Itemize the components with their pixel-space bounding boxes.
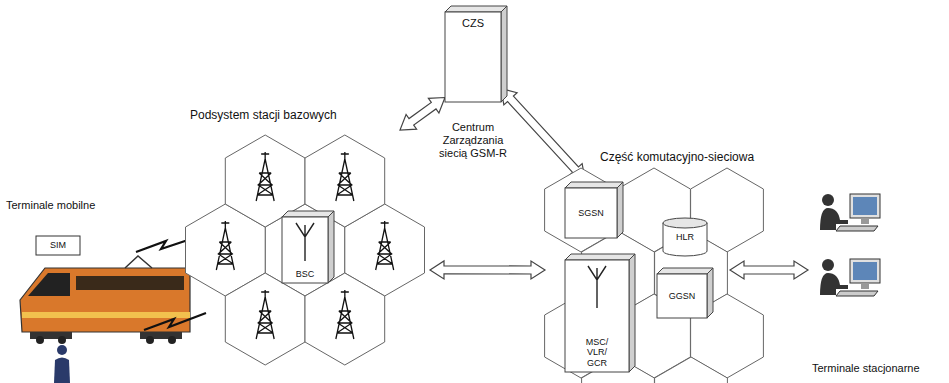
box-front-face (565, 260, 629, 372)
box-label: SGSN (578, 208, 604, 218)
sim-card: SIM (36, 236, 80, 255)
box-label: HLR (676, 232, 694, 242)
box-top-face (282, 211, 334, 217)
keyboard-icon (836, 291, 878, 296)
bsc-box: BSC (282, 217, 328, 283)
box-side-face (707, 268, 713, 318)
box-front-face (565, 188, 617, 238)
double-arrow (430, 261, 545, 279)
terminal-group-label: Terminale stacjonarne (812, 362, 920, 375)
hlr-database: HLR (663, 218, 707, 256)
box-top-face (565, 182, 623, 188)
train-windows (76, 276, 184, 290)
box-top-face (565, 254, 635, 260)
box-label: MSC/ VLR/ GCR (580, 337, 614, 368)
monitor-screen (853, 197, 877, 215)
base-station-tower (336, 290, 354, 339)
base-station-tower (376, 221, 394, 270)
base-station-tower (336, 152, 354, 201)
box-front-face (445, 12, 501, 102)
monitor-stand (861, 218, 869, 224)
double-arrow (730, 261, 808, 279)
region-heading: Część komutacyjno-sieciowa (600, 150, 754, 164)
railway-worker (57, 345, 67, 355)
monitor-icon (850, 259, 880, 283)
box-label: CZS (462, 17, 484, 30)
double-arrow (400, 98, 445, 131)
cell-hexagon (225, 273, 305, 365)
train-wheel (146, 336, 154, 344)
box-side-face (328, 211, 334, 283)
box-top-face (445, 6, 507, 12)
operator-icon (822, 194, 834, 206)
base-station-tower (216, 221, 234, 270)
antenna-symbol (588, 266, 606, 308)
region-heading: Podsystem stacji bazowych (190, 108, 337, 122)
monitor-screen (853, 262, 877, 280)
box-side-face (629, 254, 635, 372)
box-top-face (657, 268, 713, 274)
cell-hexagon (305, 273, 385, 365)
management-center-caption: Centrum Zarządzania siecią GSM-R (431, 121, 515, 161)
terminal-group-label: Terminale mobilne (6, 199, 95, 212)
box-label: BSC (296, 269, 315, 279)
box-side-face (617, 182, 623, 238)
switching-subsystem: SGSNHLRGGSNMSC/ VLR/ GCRCzęść komutacyjn… (545, 180, 745, 380)
base-station-tower (256, 290, 274, 339)
ggsn-box: GGSN (657, 274, 707, 318)
box-front-face (282, 217, 328, 283)
box-side-face (501, 6, 507, 102)
train-windshield (28, 273, 70, 296)
box-front-face (657, 274, 707, 318)
base-station-tower (256, 152, 274, 201)
train-bogie (30, 332, 72, 339)
cell-hexagon (655, 357, 728, 383)
train-wheel (168, 336, 176, 344)
box-label: SIM (50, 240, 66, 250)
pantograph (125, 256, 152, 268)
train-stripe (22, 312, 190, 318)
keyboard-icon (836, 226, 878, 231)
train-wheel (58, 336, 66, 344)
box-label: GGSN (669, 291, 696, 301)
radio-link (144, 313, 206, 330)
railway-worker (54, 358, 70, 383)
msc-box: MSC/ VLR/ GCR (565, 260, 629, 372)
czs-box: CZS (445, 12, 501, 102)
operator-icon (822, 259, 834, 271)
monitor-icon (850, 194, 880, 218)
sgsn-box: SGSN (565, 188, 617, 238)
train-wheel (36, 336, 44, 344)
double-arrow (501, 89, 585, 181)
base-station-subsystem: BSCPodsystem stacji bazowych (180, 130, 430, 370)
box-outline (36, 236, 80, 255)
antenna-symbol (296, 223, 314, 261)
monitor-stand (861, 283, 869, 289)
train-bogie (140, 332, 182, 339)
cylinder-top (663, 218, 707, 228)
